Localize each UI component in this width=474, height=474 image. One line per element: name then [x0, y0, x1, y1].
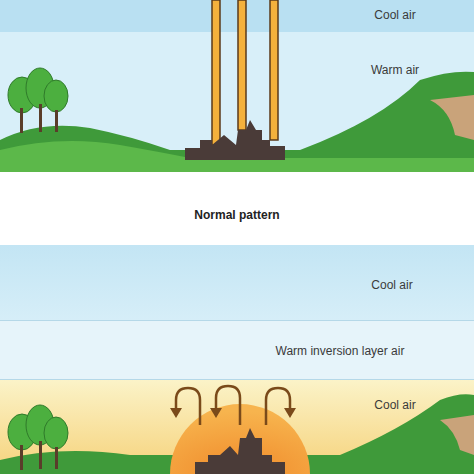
layer-label: Cool air [374, 8, 415, 22]
air-layer-band: Cool air [0, 380, 474, 474]
air-layer-band: Warm air [0, 32, 474, 172]
layer-label: Warm inversion layer air [276, 344, 405, 358]
air-layer-band: Cool air [0, 245, 474, 320]
air-layer-band: Warm inversion layer air [0, 320, 474, 380]
layer-label: Cool air [374, 398, 415, 412]
layer-label: Warm air [371, 63, 419, 77]
panel-caption: Normal pattern [194, 208, 279, 222]
layer-label: Cool air [371, 278, 412, 292]
air-layer-band: Cool air [0, 0, 474, 32]
